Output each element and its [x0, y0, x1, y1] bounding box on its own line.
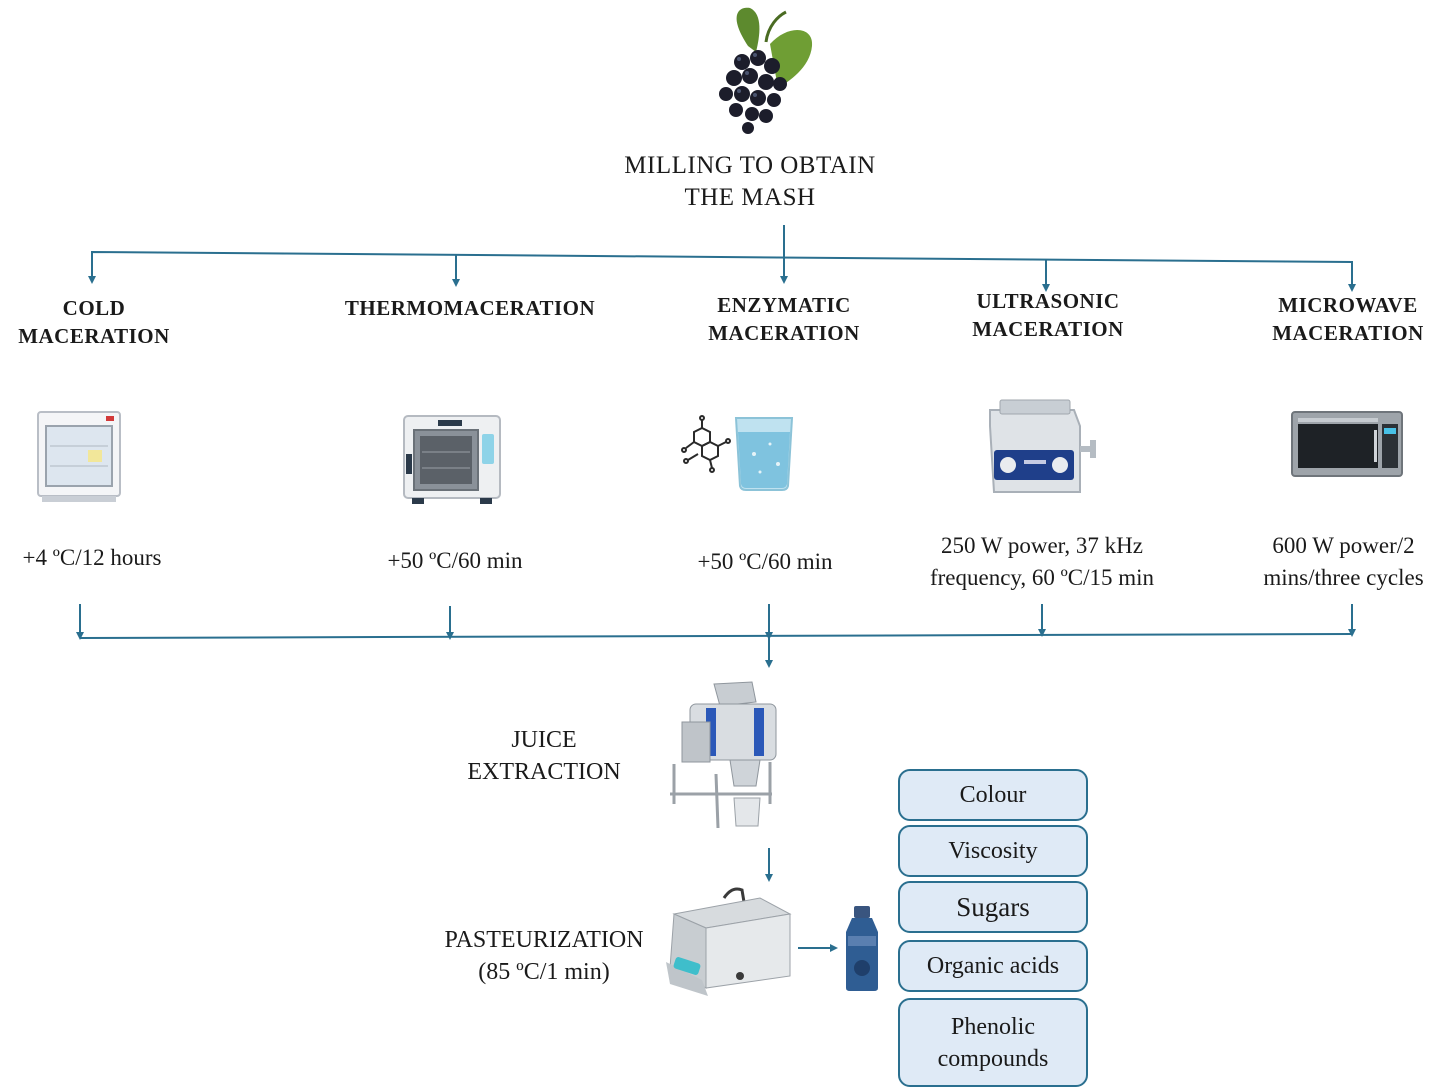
stage-label-line: EXTRACTION — [467, 759, 621, 785]
stage-label-line: PASTEURIZATION — [444, 927, 644, 953]
condition-line: +50 ºC/60 min — [697, 549, 833, 574]
condition-line: mins/three cycles — [1263, 565, 1424, 590]
parameter-box-phenolic-compounds: Phenolic compounds — [898, 998, 1088, 1087]
pasteurization-label: PASTEURIZATION (85 ºC/1 min) — [424, 924, 664, 988]
method-title-line: MACERATION — [1272, 321, 1424, 345]
parameter-box-colour: Colour — [898, 769, 1088, 821]
parameter-box-viscosity: Viscosity — [898, 825, 1088, 877]
condition-cold: +4 ºC/12 hours — [0, 542, 184, 574]
condition-line: 250 W power, 37 kHz — [940, 533, 1143, 558]
parameter-label: Sugars — [956, 892, 1030, 922]
method-title-line: ULTRASONIC — [976, 289, 1120, 313]
parameter-label: Phenolic compounds — [937, 1013, 1049, 1072]
condition-line: frequency, 60 ºC/15 min — [929, 565, 1155, 590]
milling-step-title: MILLING TO OBTAIN THE MASH — [600, 150, 900, 214]
condition-thermo: +50 ºC/60 min — [340, 545, 570, 577]
refrigerator-icon — [37, 411, 121, 502]
parameter-label: Colour — [959, 782, 1027, 808]
method-title-line: MICROWAVE — [1278, 293, 1418, 317]
method-title-line: ENZYMATIC — [717, 293, 851, 317]
condition-line: 600 W power/2 — [1272, 533, 1415, 558]
method-title-line: MACERATION — [972, 317, 1124, 341]
condition-enzymatic: +50 ºC/60 min — [650, 546, 880, 578]
merge-line — [79, 633, 1353, 639]
condition-microwave: 600 W power/2 mins/three cycles — [1246, 530, 1441, 594]
parameter-box-sugars: Sugars — [898, 881, 1088, 933]
method-title-line: MACERATION — [18, 324, 170, 348]
water-bath-icon — [666, 887, 792, 996]
parameter-label: Organic acids — [926, 953, 1060, 979]
berries-icon — [719, 7, 813, 134]
parameter-box-organic-acids: Organic acids — [898, 940, 1088, 992]
juice-press-icon — [670, 681, 777, 829]
method-title-ultrasonic: ULTRASONIC MACERATION — [948, 287, 1148, 343]
oven-icon — [403, 415, 501, 504]
microwave-icon — [1291, 411, 1403, 477]
condition-ultrasonic: 250 W power, 37 kHz frequency, 60 ºC/15 … — [900, 530, 1184, 594]
juice-extraction-label: JUICE EXTRACTION — [444, 724, 644, 788]
milling-title-line1: MILLING TO OBTAIN — [624, 152, 876, 179]
method-title-microwave: MICROWAVE MACERATION — [1256, 291, 1440, 347]
stage-label-line: JUICE — [511, 727, 577, 753]
method-title-line: MACERATION — [708, 321, 860, 345]
method-title-enzymatic: ENZYMATIC MACERATION — [684, 291, 884, 347]
milling-title-line2: THE MASH — [684, 184, 816, 211]
ultrasonic-bath-icon — [989, 399, 1096, 493]
method-title-thermo: THERMOMACERATION — [320, 294, 620, 322]
method-title-line: COLD — [62, 296, 126, 320]
juice-bottle-icon — [846, 906, 878, 991]
stage-label-line: (85 ºC/1 min) — [478, 959, 610, 985]
parameter-label: Viscosity — [948, 838, 1038, 864]
method-title-line: THERMOMACERATION — [344, 296, 596, 320]
method-title-cold: COLD MACERATION — [0, 294, 188, 350]
condition-line: +4 ºC/12 hours — [22, 545, 162, 570]
top-branch-line — [91, 250, 1353, 285]
enzyme-beaker-icon — [681, 415, 794, 491]
condition-line: +50 ºC/60 min — [387, 548, 523, 573]
